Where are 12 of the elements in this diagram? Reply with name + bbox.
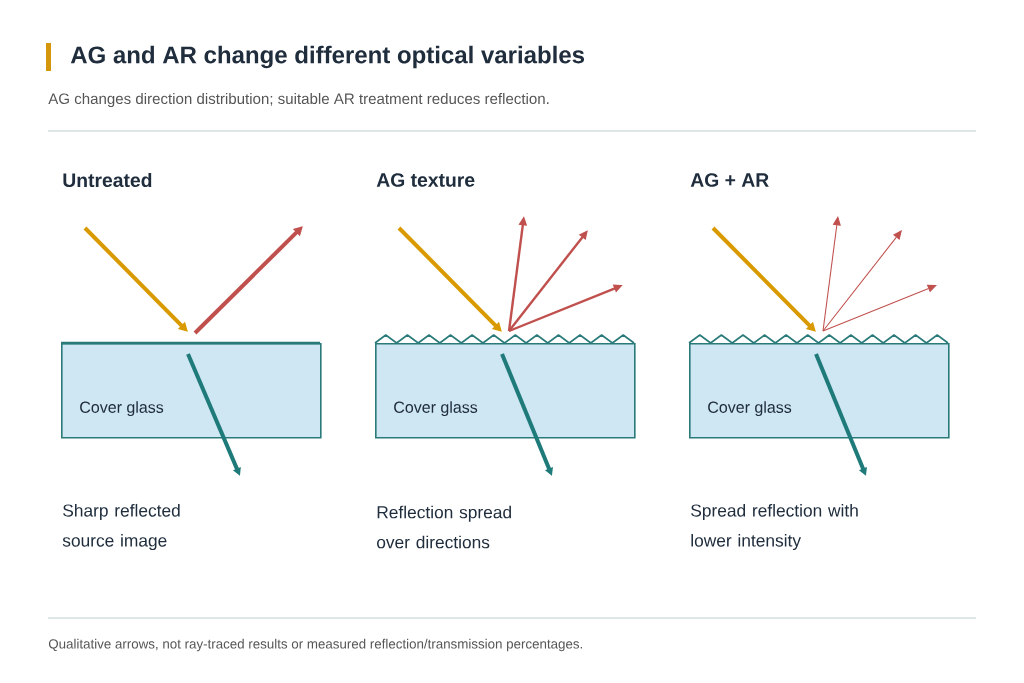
cover-glass-box: Cover glass	[61, 341, 322, 439]
panel-heading: AG texture	[376, 173, 475, 187]
subtitle: AG changes direction distribution; suitable AR treatment reduces reflection.	[48, 93, 549, 107]
footnote: Qualitative arrows, not ray-traced results or measured reflection/transmission percentages.	[48, 638, 582, 652]
panel-heading: AG + AR	[690, 173, 769, 187]
panel-caption: Sharp reflected source image	[62, 503, 180, 551]
cover-glass-box: Cover glass	[374, 334, 636, 439]
title: AG and AR change different optical variables	[70, 45, 585, 69]
panel-caption: Spread reflection with lower intensity	[691, 503, 858, 551]
cover-glass-box: Cover glass	[688, 334, 950, 439]
panel-caption: Reflection spread over directions	[377, 505, 511, 549]
panel-heading: Untreated	[63, 172, 152, 188]
